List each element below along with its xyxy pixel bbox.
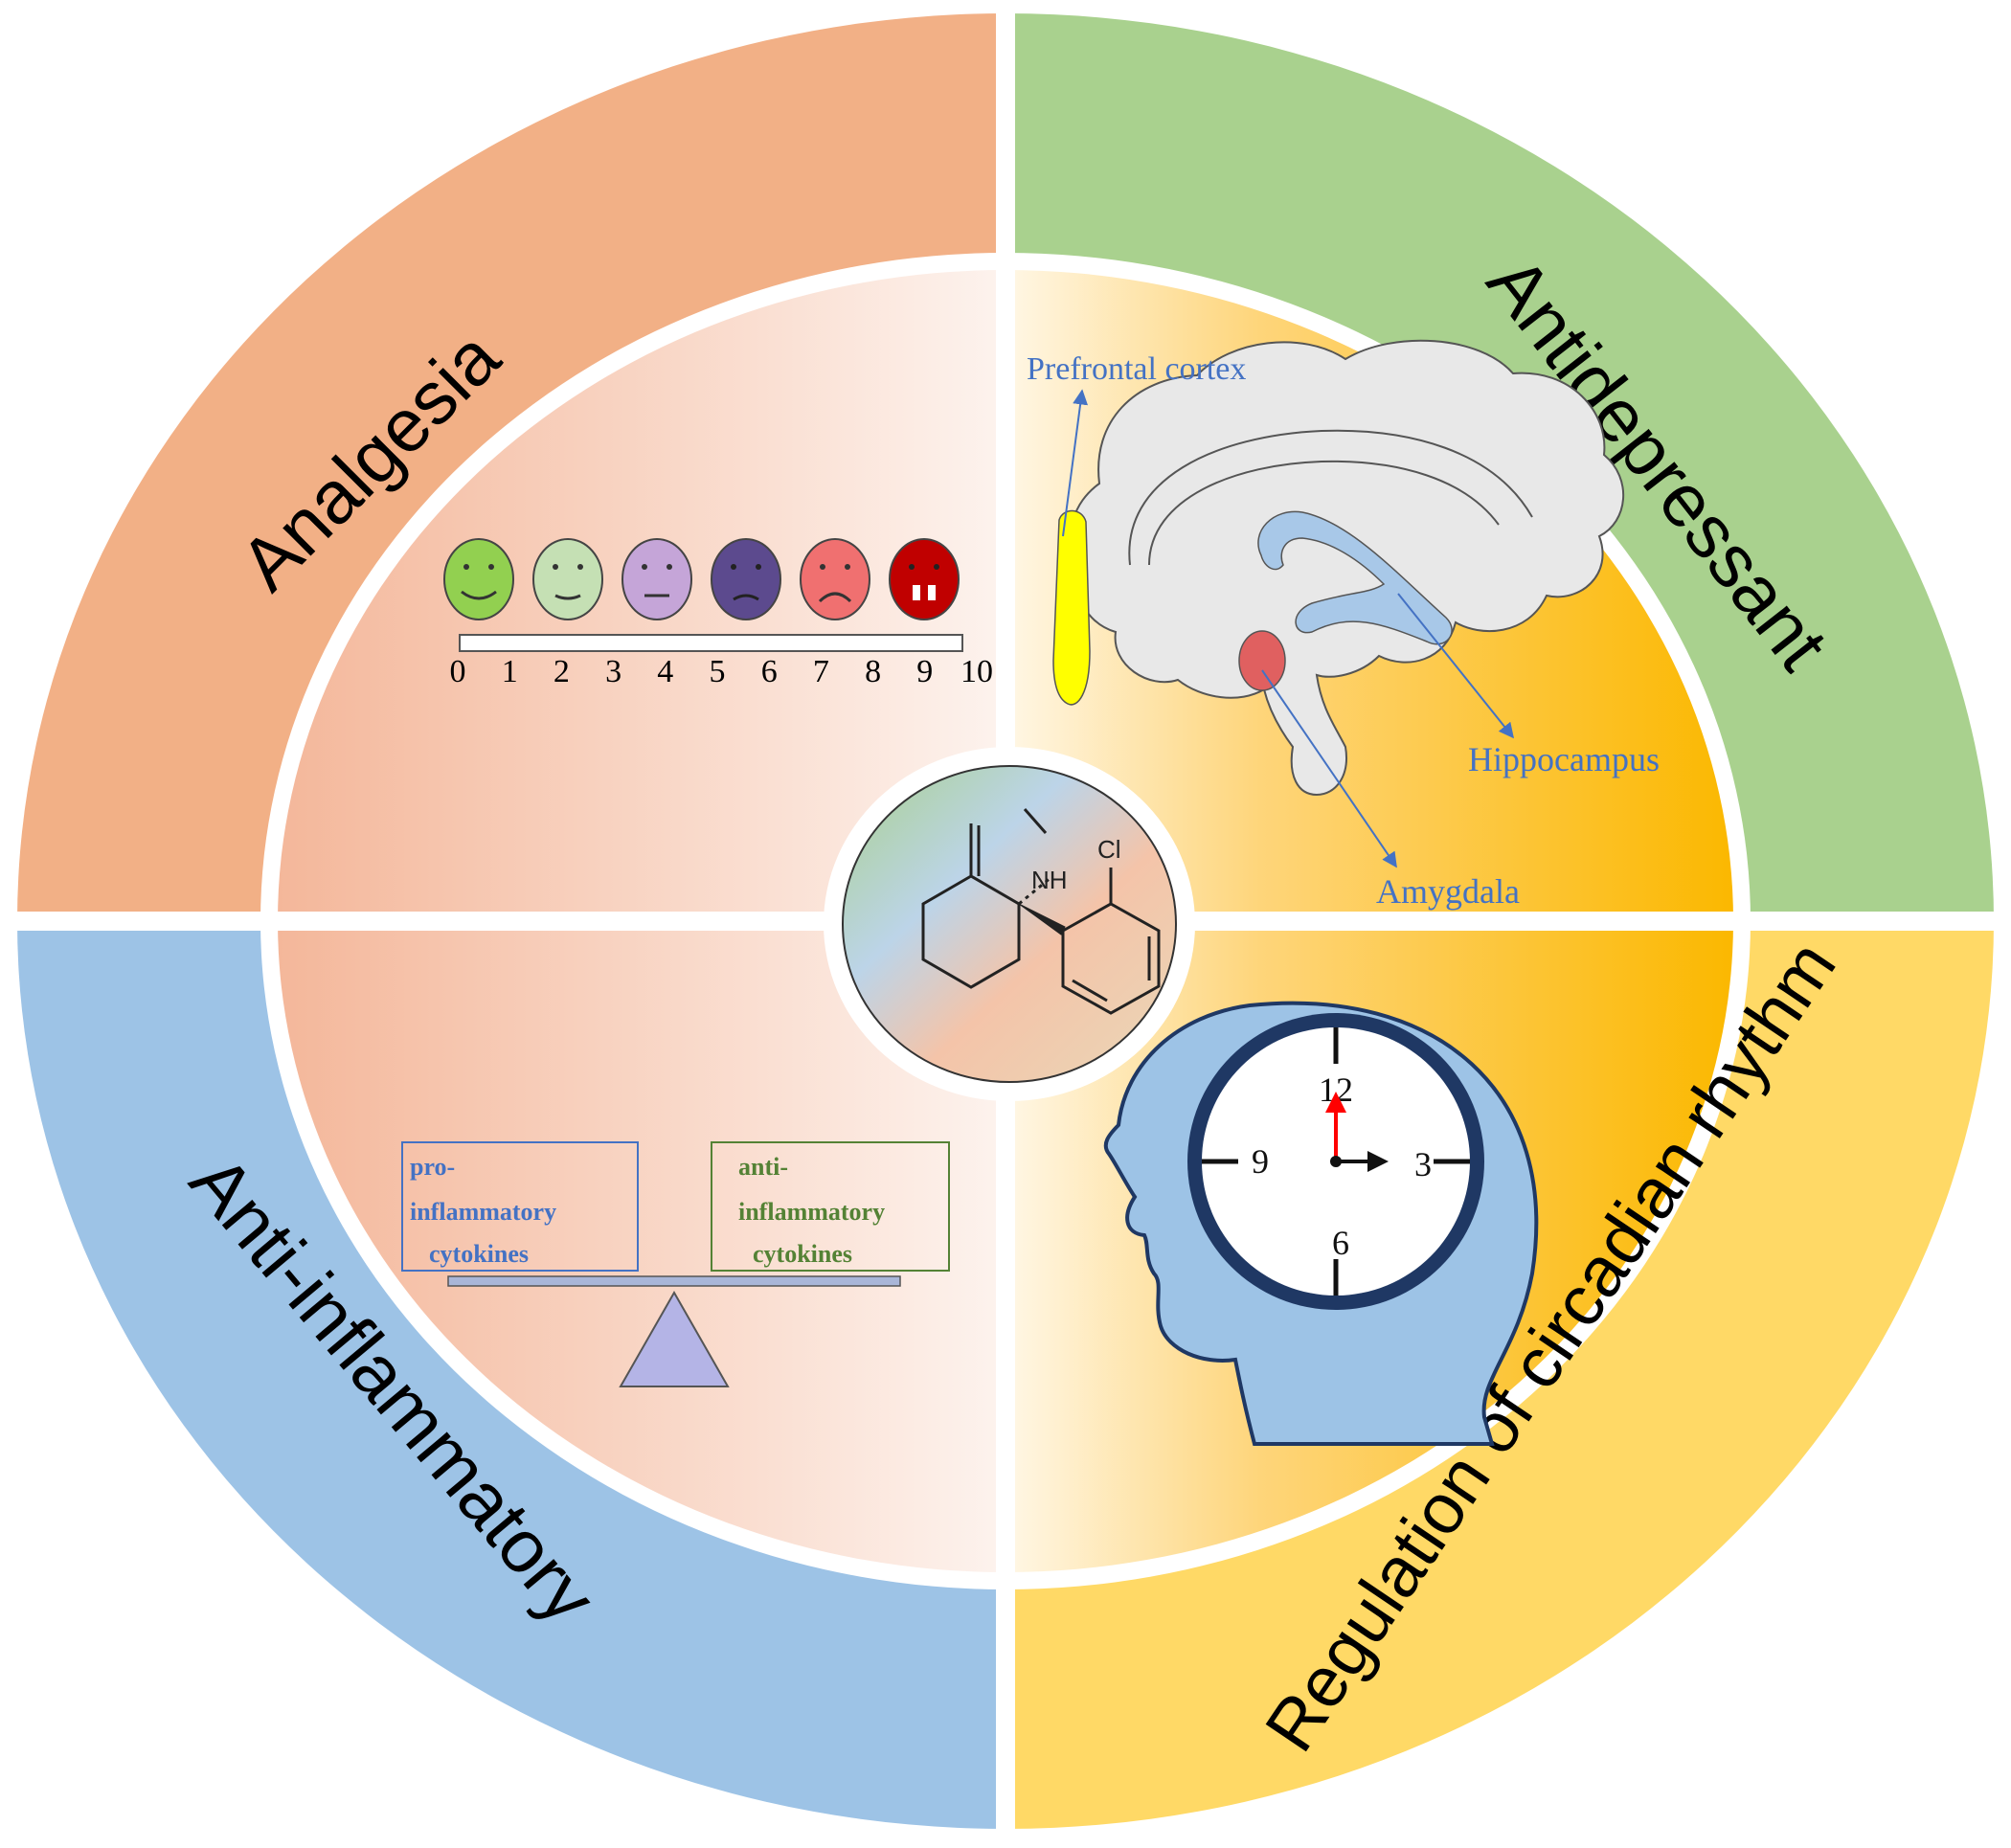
- anti-line-1: anti-: [738, 1153, 788, 1181]
- clock-6-label: 6: [1332, 1224, 1349, 1262]
- anti-line-2: inflammatory: [738, 1198, 885, 1226]
- amygdala-shape: [1238, 630, 1286, 691]
- brain-corpus-callosum: [1128, 429, 1533, 566]
- clock-center: [1330, 1156, 1342, 1167]
- molecule-cl-label: Cl: [1097, 835, 1121, 864]
- balance-beam: [447, 1275, 901, 1287]
- clock-minute-hand-tip-icon: [1325, 1092, 1346, 1113]
- label-prefrontal-cortex: Prefrontal cortex: [1027, 351, 1246, 387]
- face-0-icon: [443, 538, 514, 620]
- brain-illustration: Prefrontal cortex Hippocampus Amygdala: [1027, 339, 1660, 911]
- face-8-icon: [800, 538, 870, 620]
- pain-scale-tick-label: 4: [657, 654, 673, 689]
- balance-fulcrum-icon: [619, 1290, 730, 1387]
- pro-inflammatory-box: [401, 1141, 639, 1272]
- amygdala-arrow: [1261, 669, 1397, 868]
- molecule-center: NH Cl: [824, 747, 1195, 1101]
- pain-scale-tick-label: 6: [761, 654, 778, 689]
- pain-scale-tick-label: 0: [450, 654, 466, 689]
- hippocampus-shape: [1257, 510, 1453, 645]
- clock-9-label: 9: [1252, 1142, 1269, 1181]
- anti-inflammatory-box: [711, 1141, 950, 1272]
- pain-scale-bar: [459, 634, 963, 652]
- pain-scale-tick-label: 8: [865, 654, 881, 689]
- head-clock-illustration: 12 3 6 9: [1103, 1001, 1539, 1446]
- molecule-nh-label: NH: [1031, 866, 1068, 894]
- prefrontal-cortex-shape: [1052, 509, 1091, 706]
- pain-scale-tick-label: 9: [916, 654, 933, 689]
- pain-scale-tick-label: 3: [605, 654, 621, 689]
- label-amygdala: Amygdala: [1376, 872, 1520, 911]
- pro-line-2: inflammatory: [410, 1198, 556, 1226]
- pain-scale-tick-label: 7: [813, 654, 829, 689]
- clock-3-label: 3: [1414, 1145, 1432, 1183]
- ketamine-structure: [921, 808, 1161, 1015]
- prefrontal-arrow: [1062, 389, 1089, 537]
- pain-scale-tick-label: 2: [554, 654, 570, 689]
- pain-scale-tick-label: 10: [960, 654, 993, 689]
- clock-ticks: [1202, 1027, 1470, 1296]
- pro-line-1: pro-: [410, 1153, 455, 1181]
- hippocampus-arrow: [1397, 593, 1514, 739]
- anti-line-3: cytokines: [753, 1240, 852, 1268]
- clock-hour-hand-tip-icon: [1367, 1151, 1389, 1172]
- pro-line-3: cytokines: [429, 1240, 529, 1268]
- cytokine-balance: pro- inflammatory cytokines anti- inflam…: [401, 1141, 950, 1387]
- pain-scale-tick-label: 1: [502, 654, 518, 689]
- molecule-disc: [842, 765, 1177, 1083]
- face-10-icon: [889, 538, 960, 620]
- face-2-icon: [532, 538, 603, 620]
- face-6-icon: [711, 538, 781, 620]
- face-4-icon: [621, 538, 692, 620]
- pain-scale-tick-label: 5: [710, 654, 726, 689]
- label-hippocampus: Hippocampus: [1468, 740, 1660, 778]
